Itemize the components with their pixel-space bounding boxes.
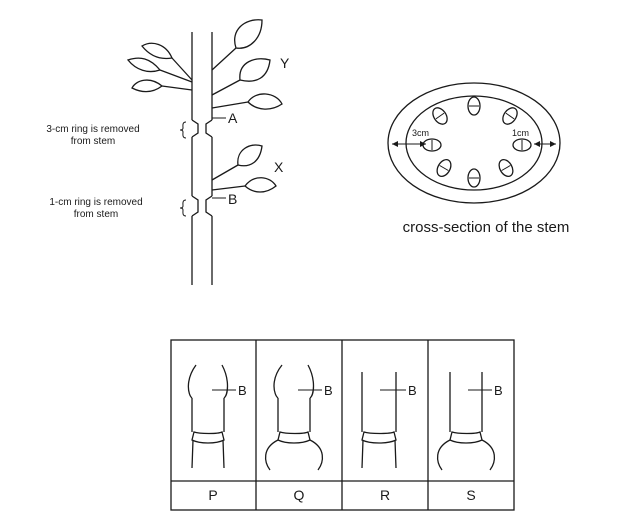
outer-bark: [387, 82, 561, 204]
option-q-drawing: B: [265, 364, 333, 471]
label-y: Y: [280, 55, 290, 71]
measure-3cm-label: 3cm: [412, 128, 429, 138]
cross-section-caption: cross-section of the stem: [403, 219, 570, 236]
ring-b-gap: [191, 195, 213, 217]
ring-3cm-text-line2: from stem: [71, 136, 115, 147]
option-q-point-label: B: [324, 383, 333, 398]
option-q-label: Q: [294, 487, 305, 503]
option-p-point-label: B: [238, 383, 247, 398]
ring-1cm-text-line2: from stem: [74, 209, 118, 220]
option-s-label: S: [466, 487, 475, 503]
option-p-label: P: [208, 487, 217, 503]
middle-stem: [191, 137, 213, 196]
option-p-drawing: B: [187, 364, 247, 469]
ring-a-gap: [191, 119, 213, 138]
option-s-point-label: B: [494, 383, 503, 398]
ring-1cm-text-line1: 1-cm ring is removed: [49, 197, 142, 208]
brace-1cm: [179, 199, 187, 217]
cross-section: 3cm 1cm cross-section of the stem: [387, 82, 570, 236]
ring-3cm-text-line1: 3-cm ring is removed: [46, 124, 139, 135]
leaf-cluster-left: [126, 42, 193, 93]
label-b: B: [228, 191, 237, 207]
inner-ring: [405, 95, 543, 191]
option-r-label: R: [380, 487, 390, 503]
brace-3cm: [179, 121, 187, 139]
label-x: X: [274, 159, 284, 175]
leaf-cluster-y: [211, 19, 283, 110]
stem-figure: Y X A B 3-cm ring is removed from stem 1…: [46, 19, 290, 285]
option-r-drawing: B: [361, 372, 417, 469]
lower-stem: [191, 216, 213, 285]
measure-1cm-label: 1cm: [512, 128, 529, 138]
label-a: A: [228, 110, 238, 126]
option-s-drawing: B: [437, 372, 503, 471]
vascular-bundles: [422, 96, 532, 188]
options-table: B B B B P Q R S: [170, 339, 515, 511]
leaf-cluster-x: [211, 144, 277, 193]
upper-stem: [191, 32, 213, 120]
option-r-point-label: B: [408, 383, 417, 398]
